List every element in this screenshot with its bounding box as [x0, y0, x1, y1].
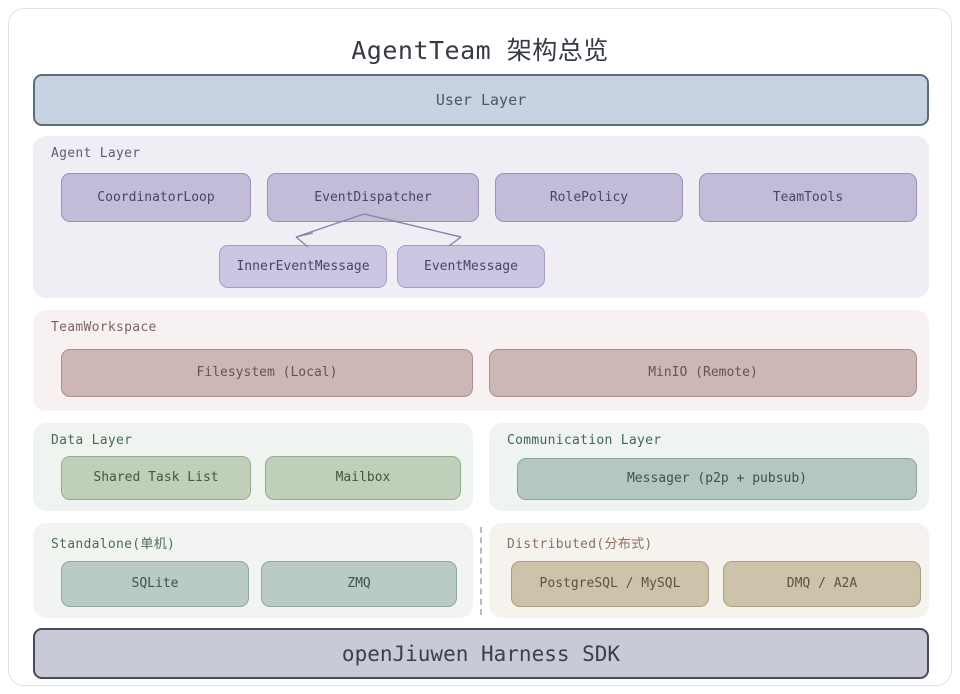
panel-agent-layer-title: Agent Layer: [51, 146, 141, 161]
node-role-policy[interactable]: RolePolicy: [495, 173, 683, 222]
node-messager-label: Messager (p2p + pubsub): [626, 471, 807, 487]
node-sqlite-label: SQLite: [131, 576, 179, 592]
node-coordinator-loop-label: CoordinatorLoop: [97, 189, 215, 205]
node-mailbox[interactable]: Mailbox: [265, 456, 461, 500]
diagram-card: AgentTeam 架构总览 User Layer Agent Layer Co…: [8, 8, 952, 686]
node-dmq-a2a-label: DMQ / A2A: [786, 576, 858, 592]
panel-team-workspace-title: TeamWorkspace: [51, 320, 157, 335]
node-zmq-label: ZMQ: [347, 576, 371, 592]
node-inner-event-message[interactable]: InnerEventMessage: [219, 245, 387, 288]
node-minio-remote[interactable]: MinIO (Remote): [489, 349, 917, 397]
node-shared-task-list[interactable]: Shared Task List: [61, 456, 251, 500]
node-postgresql-mysql[interactable]: PostgreSQL / MySQL: [511, 561, 709, 607]
node-mailbox-label: Mailbox: [335, 470, 391, 486]
panel-standalone-title: Standalone(单机): [51, 537, 176, 552]
node-event-message-label: EventMessage: [424, 258, 518, 274]
node-event-dispatcher-label: EventDispatcher: [314, 189, 432, 205]
node-filesystem-local-label: Filesystem (Local): [196, 365, 338, 381]
node-coordinator-loop[interactable]: CoordinatorLoop: [61, 173, 251, 222]
panel-data-layer-title: Data Layer: [51, 433, 133, 448]
node-team-tools[interactable]: TeamTools: [699, 173, 917, 222]
panel-communication-layer-title: Communication Layer: [507, 433, 662, 448]
band-harness-sdk[interactable]: openJiuwen Harness SDK: [33, 628, 929, 679]
node-role-policy-label: RolePolicy: [549, 189, 629, 205]
node-zmq[interactable]: ZMQ: [261, 561, 457, 607]
node-messager[interactable]: Messager (p2p + pubsub): [517, 458, 917, 500]
node-filesystem-local[interactable]: Filesystem (Local): [61, 349, 473, 397]
node-sqlite[interactable]: SQLite: [61, 561, 249, 607]
standalone-distributed-divider: [480, 527, 482, 615]
page-title: AgentTeam 架构总览: [351, 36, 609, 65]
node-event-message[interactable]: EventMessage: [397, 245, 545, 288]
node-shared-task-list-label: Shared Task List: [93, 470, 219, 486]
panel-distributed-title: Distributed(分布式): [507, 537, 653, 552]
band-user-layer-label: User Layer: [435, 91, 527, 109]
band-harness-sdk-label: openJiuwen Harness SDK: [341, 641, 621, 666]
node-minio-remote-label: MinIO (Remote): [648, 365, 758, 381]
node-dmq-a2a[interactable]: DMQ / A2A: [723, 561, 921, 607]
node-inner-event-message-label: InnerEventMessage: [236, 258, 370, 274]
node-event-dispatcher[interactable]: EventDispatcher: [267, 173, 479, 222]
node-postgresql-mysql-label: PostgreSQL / MySQL: [539, 576, 681, 592]
node-team-tools-label: TeamTools: [772, 189, 844, 205]
band-user-layer[interactable]: User Layer: [33, 74, 929, 126]
